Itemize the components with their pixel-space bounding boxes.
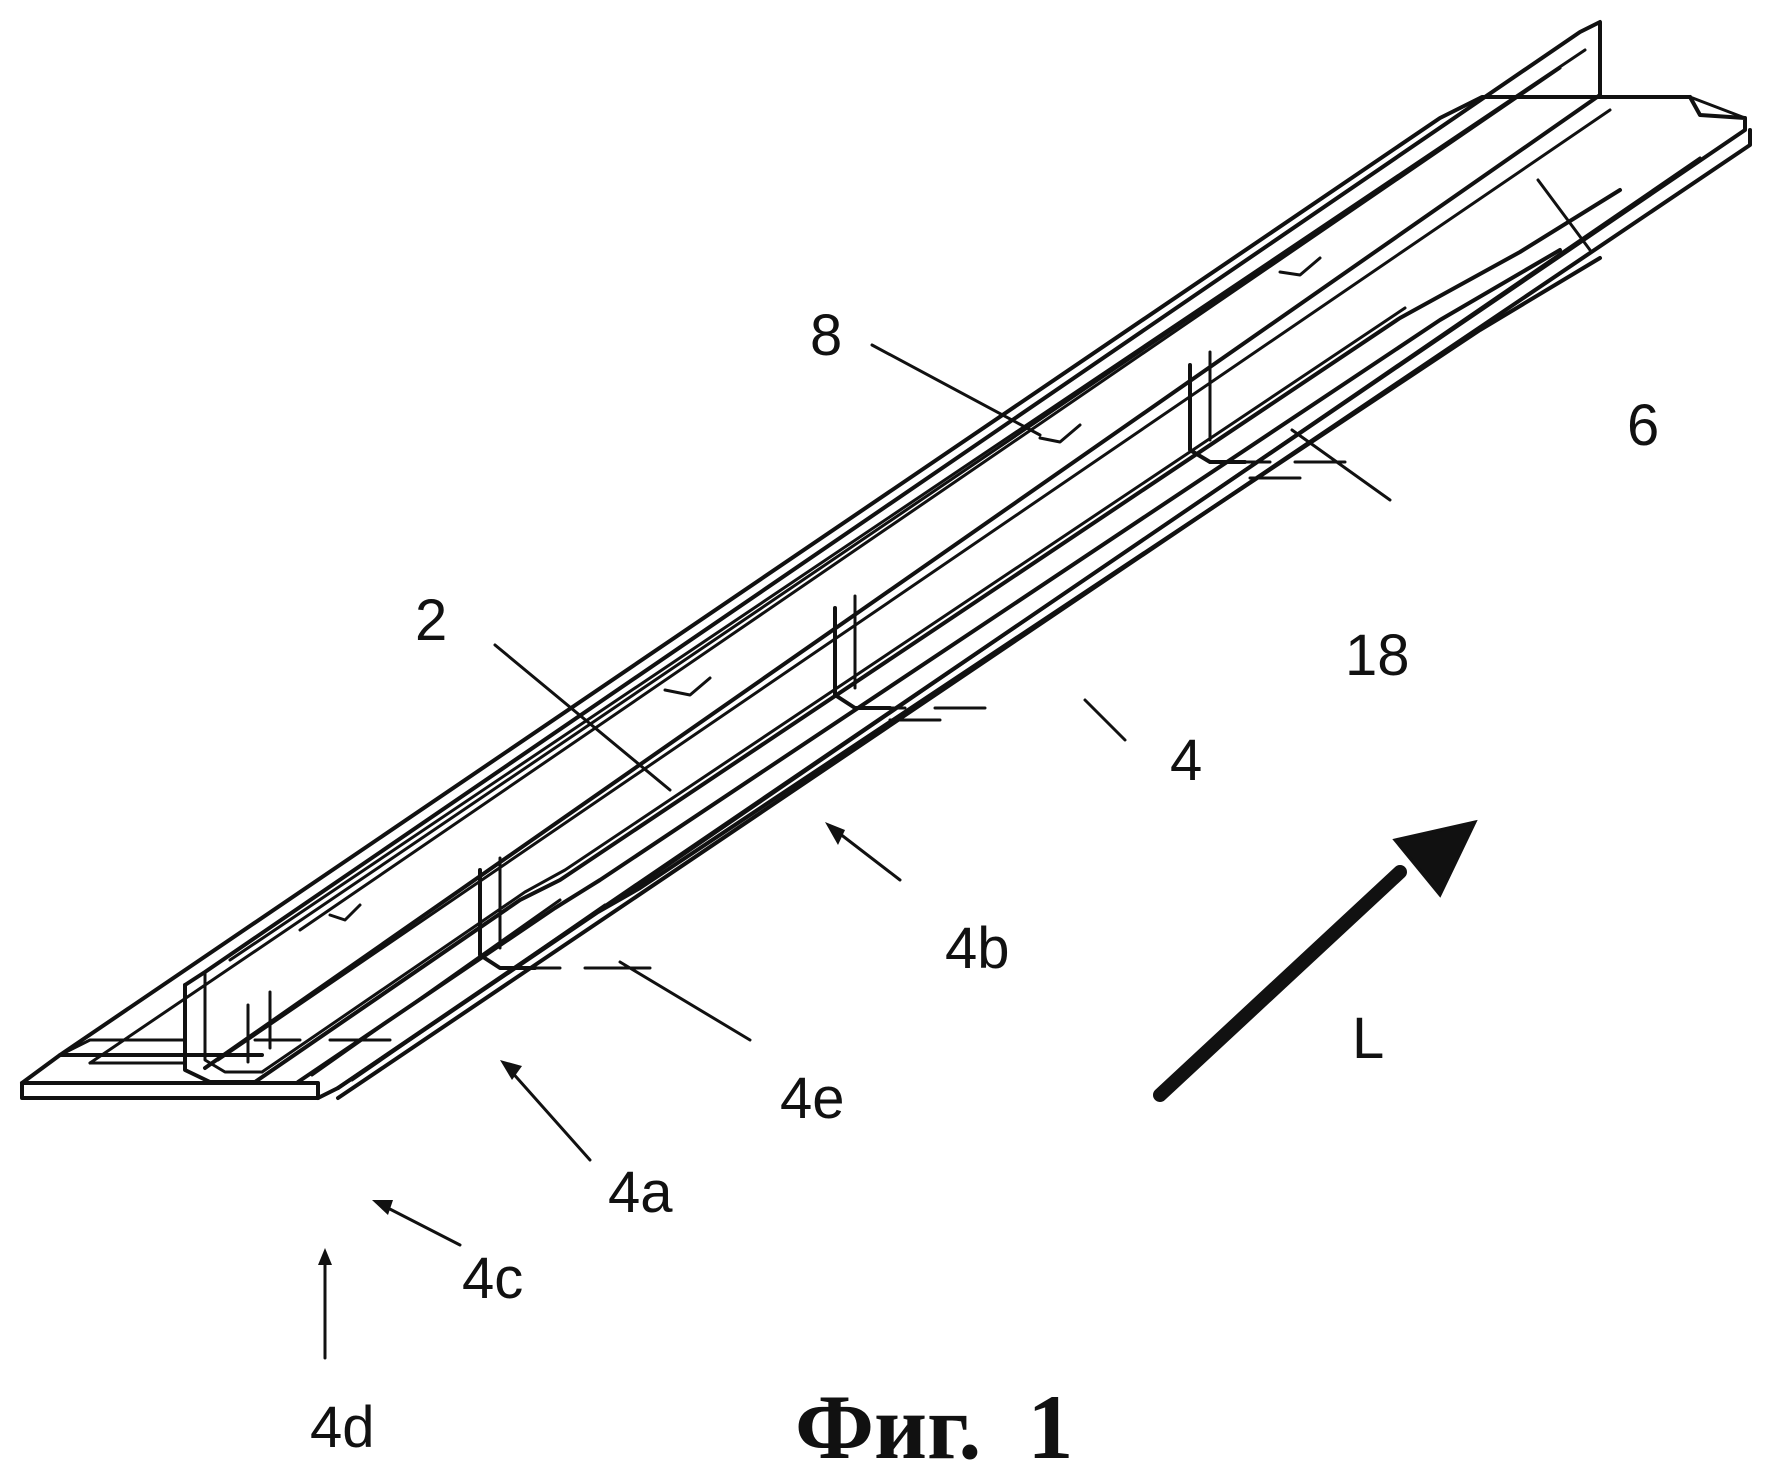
left-profile — [20, 20, 1692, 1100]
direction-arrow[interactable] — [1153, 819, 1478, 1102]
label-4: 4 — [1170, 728, 1202, 793]
cross-members — [58, 460, 1347, 1065]
label-4a: 4a — [608, 1160, 673, 1225]
central-profile — [253, 95, 1752, 1100]
reference-labels: 8 6 2 18 4 4b L 4e 4a 4c 4d — [310, 303, 1659, 1460]
label-2: 2 — [415, 588, 447, 653]
label-8: 8 — [810, 303, 842, 368]
label-4b: 4b — [945, 916, 1010, 981]
arrowhead-icon — [372, 1200, 393, 1215]
leader-lines — [323, 178, 1592, 1360]
leader-arrowheads — [318, 822, 845, 1265]
label-6: 6 — [1627, 393, 1659, 458]
label-L: L — [1352, 1006, 1384, 1071]
arrowhead-icon — [1392, 819, 1478, 898]
arrowhead-icon — [318, 1248, 332, 1265]
arrowhead-icon — [825, 822, 845, 845]
label-4c: 4c — [462, 1246, 523, 1311]
label-4e: 4e — [780, 1066, 845, 1131]
figure-caption: Фиг. 1 — [795, 1376, 1073, 1471]
label-4d: 4d — [310, 1395, 375, 1460]
label-18: 18 — [1345, 623, 1410, 688]
arrowhead-icon — [500, 1060, 522, 1080]
